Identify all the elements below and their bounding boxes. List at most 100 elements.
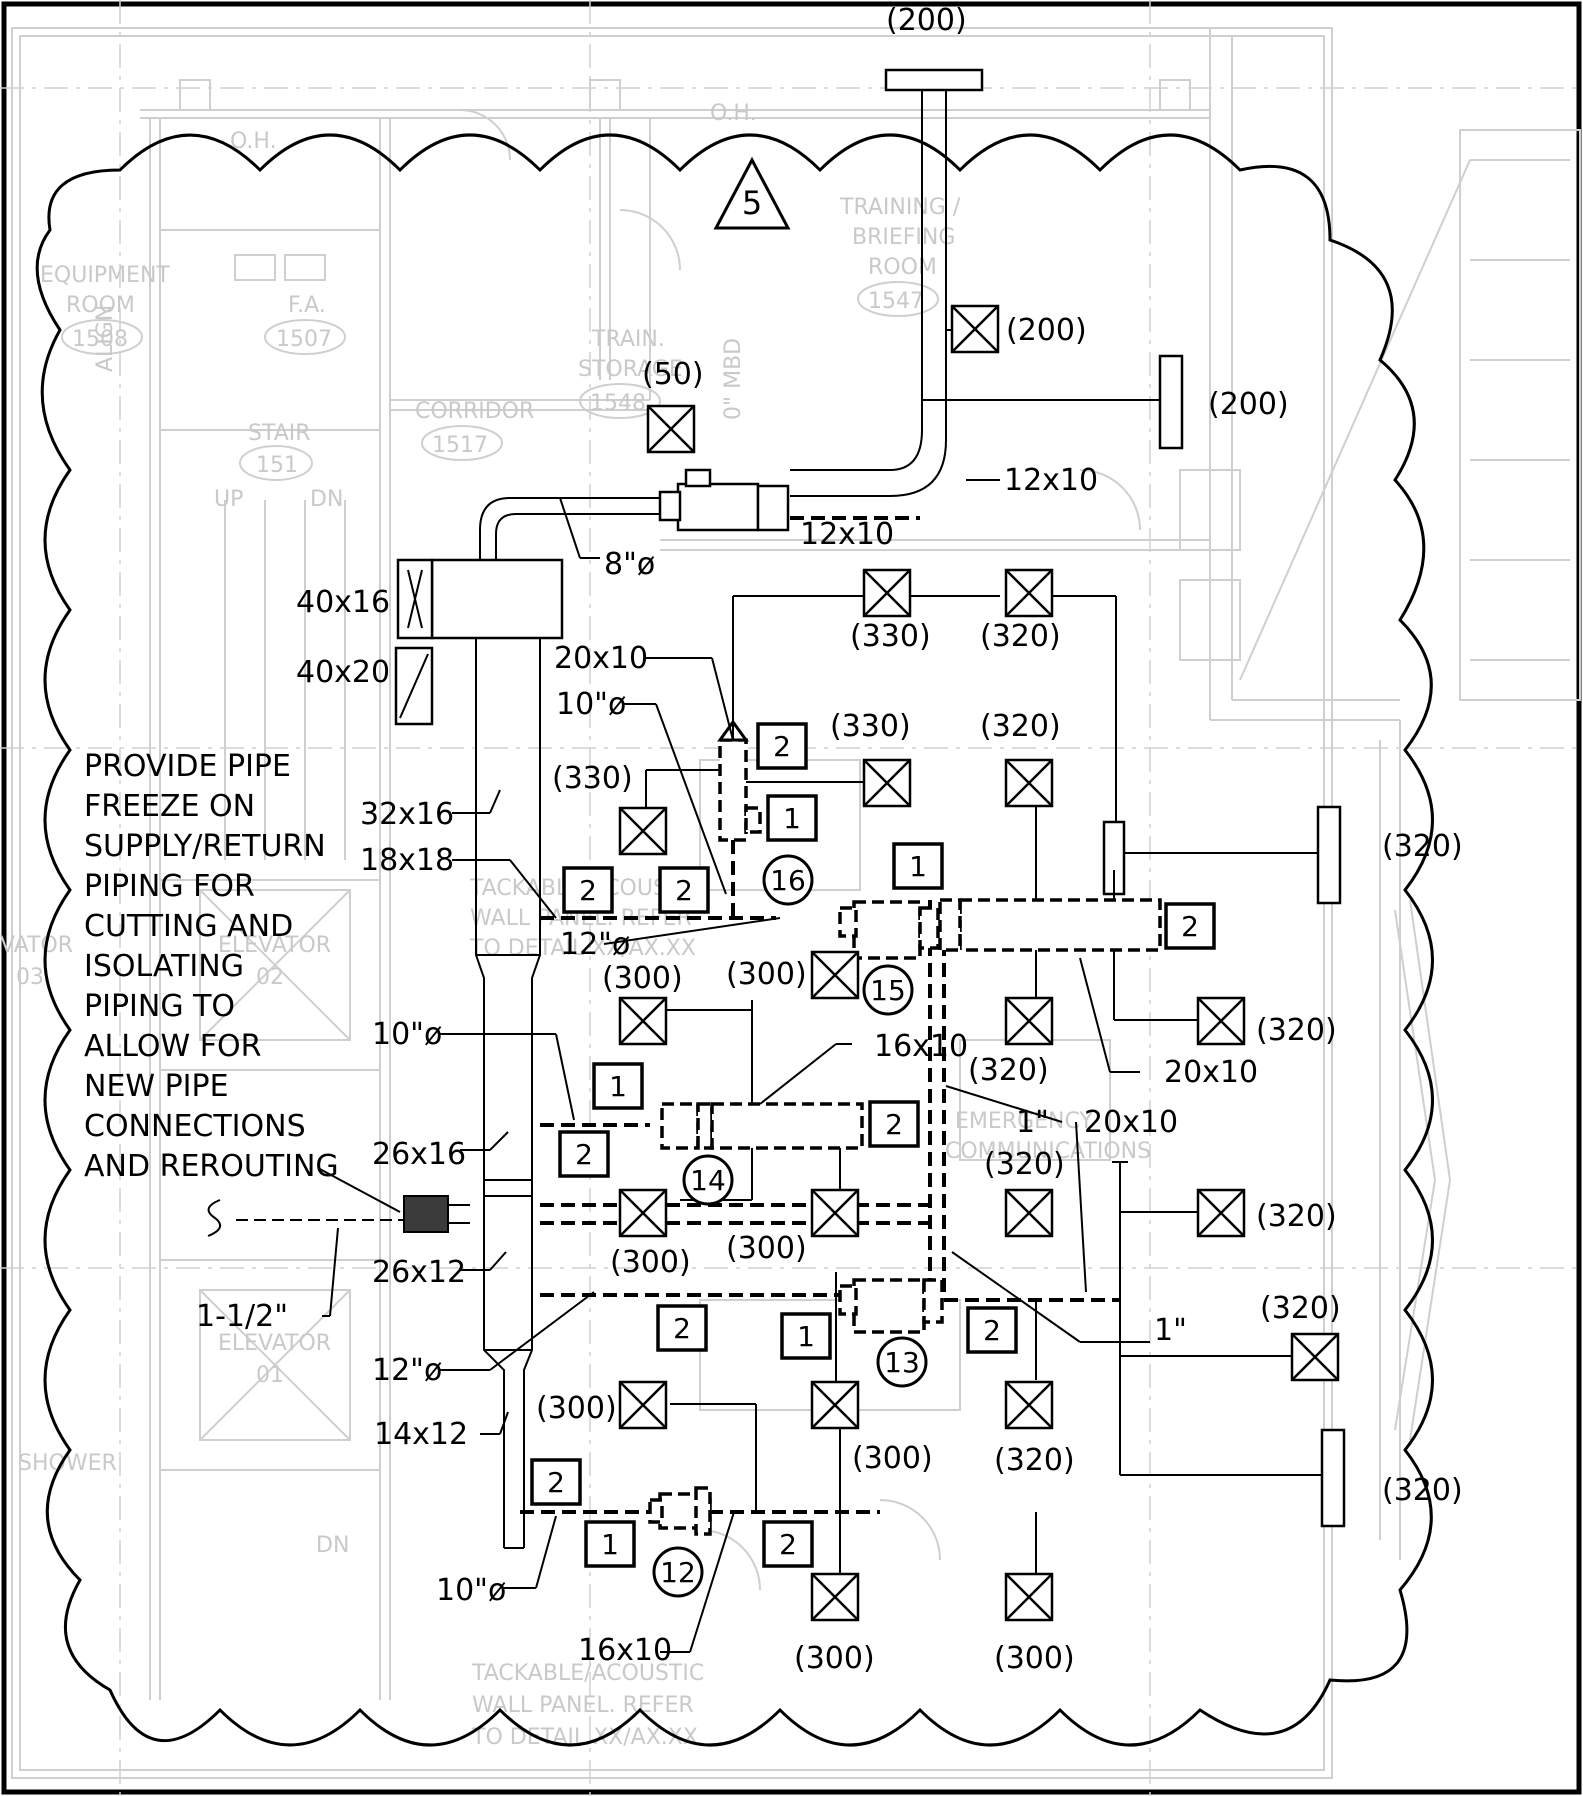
airflow-label: (300) — [794, 1641, 875, 1676]
room-label-equipment-2: ROOM — [66, 293, 135, 318]
stair-dn-label-2: DN — [316, 1533, 349, 1558]
room-label-briefing: BRIEFING — [852, 225, 955, 250]
duct-size-label: 26x12 — [372, 1255, 466, 1290]
room-number-1547: 1547 — [868, 289, 924, 314]
room-label-emergency: EMERGENCY — [955, 1109, 1093, 1134]
ductwork — [207, 68, 1346, 1600]
pipe-size-label: 1" — [1016, 1105, 1049, 1140]
note-line: AND REROUTING — [84, 1149, 339, 1184]
room-label-corridor: CORRIDOR — [415, 399, 534, 424]
airflow-label: (320) — [1382, 829, 1463, 864]
leader-lines — [317, 479, 1150, 1653]
duct-size-label: 12x10 — [800, 517, 894, 552]
note-line: ISOLATING — [84, 949, 244, 984]
keynote-number: 1 — [783, 802, 801, 835]
note-line: CONNECTIONS — [84, 1109, 306, 1144]
airflow-label: (300) — [602, 961, 683, 996]
pipe-size-label: 10"ø — [436, 1573, 506, 1608]
keynote-number: 2 — [773, 730, 791, 763]
airflow-label: (200) — [1006, 313, 1087, 348]
note-line: CUTTING AND — [84, 909, 293, 944]
pipe-size-label: 12"ø — [372, 1353, 442, 1388]
airflow-label: (320) — [1256, 1013, 1337, 1048]
room-number-elevator-03: 03 — [16, 965, 44, 990]
note-line: SUPPLY/RETURN — [84, 829, 326, 864]
diffusers — [618, 304, 1340, 1622]
size-labels: (200) (200) (200) (50) (330) (320) (330)… — [196, 3, 1463, 1676]
room-number-1548: 1548 — [590, 391, 646, 416]
room-label-communications: COMMUNICATIONS — [945, 1139, 1151, 1164]
keynote-number: 1 — [601, 1528, 619, 1561]
duct-size-label: 14x12 — [374, 1417, 468, 1452]
room-label-elevator-02: ELEVATOR — [218, 933, 331, 958]
equipment-tag-number: 14 — [690, 1164, 726, 1197]
equipment-tags: 16 15 14 13 12 — [652, 854, 928, 1598]
keynote-number: 1 — [797, 1320, 815, 1353]
airflow-label: (200) — [886, 3, 967, 38]
svg-text:5: 5 — [742, 184, 762, 222]
pipe-freeze-unit — [403, 1195, 449, 1233]
duct-size-label: 18x18 — [360, 843, 454, 878]
keynote-number: 1 — [609, 1070, 627, 1103]
keynote-number: 1 — [909, 850, 927, 883]
keynote-number: 2 — [575, 1138, 593, 1171]
wall-panel-note-bottom-1: TACKABLE/ACOUSTIC — [471, 1661, 704, 1686]
stair-dn-label: DN — [310, 487, 343, 512]
revision-cloud — [35, 133, 1434, 1747]
room-label-training: TRAINING / — [839, 195, 961, 220]
airflow-label: (320) — [994, 1443, 1075, 1478]
duct-size-label: 20x10 — [1084, 1105, 1178, 1140]
pipe-size-label: 1" — [1154, 1313, 1187, 1348]
room-label-equipment: EQUIPMENT — [40, 263, 170, 288]
keynote-number: 2 — [1181, 910, 1199, 943]
note-line: ALLOW FOR — [84, 1029, 261, 1064]
duct-size-label: 20x10 — [1164, 1055, 1258, 1090]
general-note: PROVIDE PIPE FREEZE ON SUPPLY/RETURN PIP… — [84, 749, 339, 1184]
room-label-elevator-03: ELEVATOR — [0, 933, 73, 958]
airflow-label: (300) — [610, 1245, 691, 1280]
equipment-tag-number: 12 — [660, 1556, 696, 1589]
airflow-label: (300) — [994, 1641, 1075, 1676]
airflow-label: (330) — [850, 619, 931, 654]
duct-size-label: 26x16 — [372, 1137, 466, 1172]
airflow-label: (330) — [552, 761, 633, 796]
note-line: PIPING TO — [84, 989, 235, 1024]
keynote-number: 2 — [579, 874, 597, 907]
duct-size-label: 16x10 — [874, 1029, 968, 1064]
airflow-label: (320) — [1382, 1473, 1463, 1508]
airflow-label: (300) — [852, 1441, 933, 1476]
room-number-elevator-01: 01 — [256, 1363, 284, 1388]
airflow-label: (320) — [1260, 1291, 1341, 1326]
equipment-tag-number: 16 — [770, 864, 806, 897]
room-label-fa: F.A. — [288, 293, 326, 318]
airflow-label: (320) — [980, 619, 1061, 654]
keynote-number: 2 — [983, 1314, 1001, 1347]
revision-delta-tag: 5 — [713, 156, 791, 230]
airflow-label: (300) — [726, 957, 807, 992]
room-number-1508: 1508 — [72, 327, 128, 352]
equipment-tag-number: 13 — [884, 1346, 920, 1379]
note-line: PIPING FOR — [84, 869, 255, 904]
wall-panel-note-bottom-3: TO DETAIL XX/AX.XX — [471, 1725, 698, 1750]
pipe-size-label: 12"ø — [560, 927, 630, 962]
pipe-size-label: 10"ø — [556, 687, 626, 722]
room-label-oh-2: O.H. — [710, 101, 757, 126]
room-number-151: 151 — [256, 453, 298, 478]
airflow-label: (320) — [980, 709, 1061, 744]
note-line: PROVIDE PIPE — [84, 749, 291, 784]
room-number-1507: 1507 — [276, 327, 332, 352]
align-label: ALIGN — [93, 305, 118, 372]
pipe-size-label: 8"ø — [604, 547, 655, 582]
airflow-label: (300) — [536, 1391, 617, 1426]
airflow-label: (300) — [726, 1231, 807, 1266]
duct-size-label: 12x10 — [1004, 463, 1098, 498]
duct-size-label: 16x10 — [578, 1633, 672, 1668]
duct-size-label: 20x10 — [554, 641, 648, 676]
room-label-train: TRAIN. — [591, 327, 665, 352]
duct-size-label: 40x20 — [296, 655, 390, 690]
airflow-label: (200) — [1208, 387, 1289, 422]
keynote-number: 2 — [675, 874, 693, 907]
stair-up-label: UP — [214, 487, 243, 512]
airflow-label: (50) — [642, 357, 704, 392]
